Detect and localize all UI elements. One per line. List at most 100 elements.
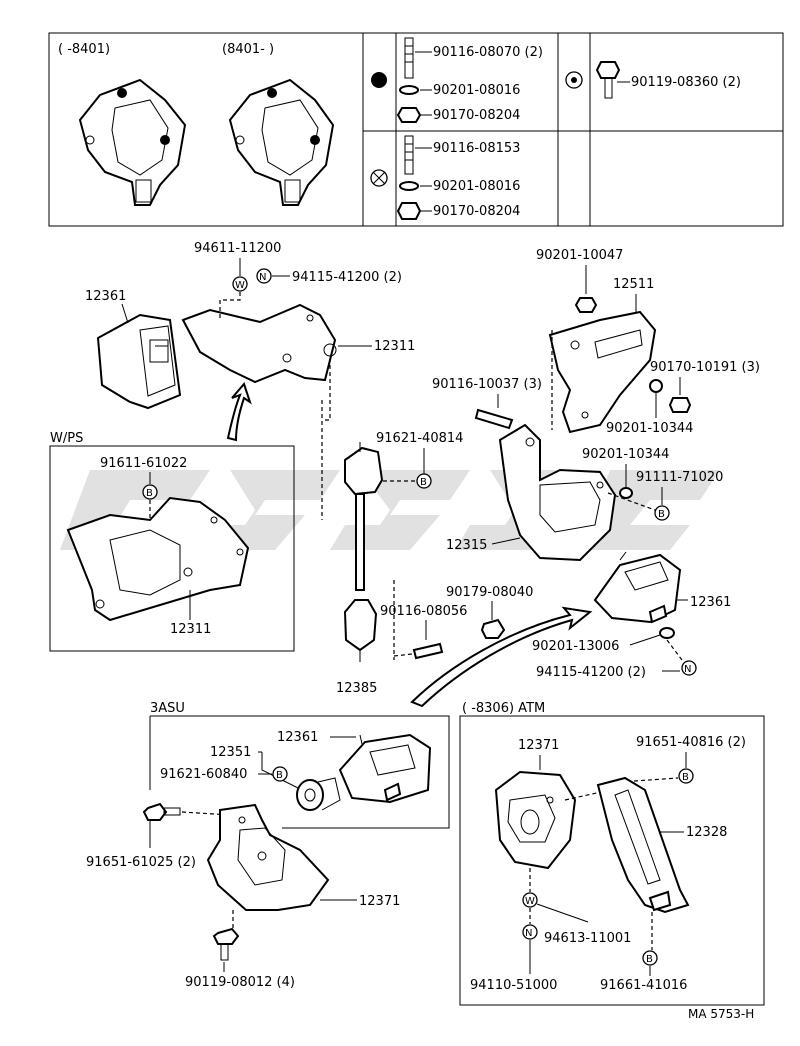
engine-mount-insulator-front bbox=[96, 313, 182, 410]
label-90179-08040: 90179-08040 bbox=[446, 585, 533, 600]
wps-label-91611-61022: 91611-61022 bbox=[100, 456, 187, 471]
range-left-label: ( -8401) bbox=[58, 42, 110, 57]
wps-panel: W/PS 91611-61022 B 12311 bbox=[49, 431, 295, 652]
label-90201-10344-top: 90201-10344 bbox=[606, 421, 693, 436]
group-dot-item-3: 90170-08204 bbox=[433, 108, 520, 123]
bolt-90119-08012-icon bbox=[212, 927, 240, 961]
insulator-12371-atm bbox=[494, 770, 577, 870]
label-90116-08056: 90116-08056 bbox=[380, 604, 467, 619]
label-94611-11200: 94611-11200 bbox=[194, 241, 281, 256]
svg-text:N: N bbox=[684, 664, 691, 675]
wps-label-12311: 12311 bbox=[170, 622, 211, 637]
label-90201-10344-mid: 90201-10344 bbox=[582, 447, 669, 462]
crossed-circle-icon bbox=[370, 169, 388, 187]
control-rod bbox=[343, 442, 384, 662]
label-91661-41016: 91661-41016 bbox=[600, 978, 687, 993]
stopper-12351 bbox=[296, 777, 341, 811]
svg-text:W: W bbox=[525, 896, 535, 907]
label-12371-3asu: 12371 bbox=[359, 894, 400, 909]
reference-code: MA 5753-H bbox=[688, 1007, 754, 1021]
arrow-wps-to-bracket bbox=[226, 382, 252, 442]
bracket-12328 bbox=[596, 776, 690, 914]
bracket-illustration-early bbox=[78, 78, 187, 206]
nut-90170-10191-icon bbox=[668, 397, 692, 413]
bolt-icon bbox=[595, 61, 621, 99]
bolt-symbol-icon-6: B bbox=[642, 950, 658, 966]
washer-icon-2 bbox=[399, 181, 419, 191]
label-91651-40816: 91651-40816 (2) bbox=[636, 735, 746, 750]
label-12315: 12315 bbox=[446, 538, 487, 553]
group-cross-item-3: 90170-08204 bbox=[433, 204, 520, 219]
label-12385: 12385 bbox=[336, 681, 377, 696]
filled-dot-icon bbox=[371, 72, 387, 88]
engine-mounting-bracket-rear bbox=[548, 310, 657, 434]
washer-symbol-icon-2: W bbox=[522, 892, 538, 908]
label-91651-61025: 91651-61025 (2) bbox=[86, 855, 196, 870]
label-94110-51000: 94110-51000 bbox=[470, 978, 557, 993]
range-right-label: (8401- ) bbox=[222, 42, 274, 57]
label-12371-atm: 12371 bbox=[518, 738, 559, 753]
nut-icon bbox=[396, 107, 422, 123]
label-94115-41200-mid: 94115-41200 (2) bbox=[536, 665, 646, 680]
stud-90116-10037-icon bbox=[474, 408, 514, 430]
svg-text:B: B bbox=[646, 954, 653, 965]
insulator-3asu bbox=[338, 733, 432, 804]
svg-text:B: B bbox=[658, 509, 665, 520]
label-94115-41200-top: 94115-41200 (2) bbox=[292, 270, 402, 285]
washer-90201-10344-icon bbox=[649, 379, 663, 393]
bolt-symbol-icon-3: B bbox=[654, 505, 670, 521]
washer-90201-13006-icon bbox=[659, 627, 675, 639]
label-12361-top: 12361 bbox=[85, 289, 126, 304]
engine-mounting-bracket-front bbox=[181, 303, 337, 384]
bolt-symbol-icon: B bbox=[142, 484, 158, 500]
label-12311-top: 12311 bbox=[374, 339, 415, 354]
bolt-symbol-icon-5: B bbox=[678, 768, 694, 784]
group-circle-dot-item-1: 90119-08360 (2) bbox=[631, 75, 741, 90]
nut-symbol-icon: N bbox=[256, 268, 272, 284]
label-90119-08012: 90119-08012 (4) bbox=[185, 975, 295, 990]
legend-table: ( -8401) (8401- ) bbox=[48, 32, 784, 227]
label-12361-right: 12361 bbox=[690, 595, 731, 610]
label-90201-10047: 90201-10047 bbox=[536, 248, 623, 263]
label-12361-3asu: 12361 bbox=[277, 730, 318, 745]
engine-mount-insulator-rear bbox=[593, 551, 682, 624]
group-cross-item-2: 90201-08016 bbox=[433, 179, 520, 194]
svg-text:B: B bbox=[420, 477, 427, 488]
svg-text:N: N bbox=[259, 272, 266, 283]
nut-90179-icon bbox=[480, 618, 506, 639]
stud-icon bbox=[404, 37, 414, 79]
bracket-illustration-late bbox=[228, 78, 335, 206]
group-dot-item-1: 90116-08070 (2) bbox=[433, 45, 543, 60]
washer-90201-10344-mid-icon bbox=[619, 487, 633, 499]
label-90170-10191: 90170-10191 (3) bbox=[650, 360, 760, 375]
nut-90201-10047-icon bbox=[574, 297, 598, 313]
svg-text:B: B bbox=[146, 488, 153, 499]
label-94613-11001: 94613-11001 bbox=[544, 931, 631, 946]
group-dot-item-2: 90201-08016 bbox=[433, 83, 520, 98]
nut-symbol-icon-3: N bbox=[522, 924, 538, 940]
3asu-panel bbox=[149, 715, 450, 829]
group-cross-item-1: 90116-08153 bbox=[433, 141, 520, 156]
bolt-symbol-icon-2: B bbox=[416, 473, 432, 489]
label-12351: 12351 bbox=[210, 745, 251, 760]
arrow-3asu-to-insulator bbox=[410, 606, 593, 708]
label-12511: 12511 bbox=[613, 277, 654, 292]
svg-text:W: W bbox=[235, 280, 245, 291]
wps-title: W/PS bbox=[50, 431, 83, 446]
atm-panel bbox=[459, 715, 765, 1006]
bolt-91651-61025-icon bbox=[142, 802, 181, 821]
label-91111-71020: 91111-71020 bbox=[636, 470, 723, 485]
svg-text:B: B bbox=[276, 770, 283, 781]
washer-symbol-icon: W bbox=[232, 276, 248, 292]
bolt-symbol-icon-4: B bbox=[272, 766, 288, 782]
label-atm: ( -8306) ATM bbox=[462, 701, 545, 716]
label-90116-10037: 90116-10037 (3) bbox=[432, 377, 542, 392]
stud-bolt-icon bbox=[412, 642, 444, 660]
nut-icon-2 bbox=[396, 202, 422, 220]
nut-symbol-icon-2: N bbox=[681, 660, 697, 676]
circle-dot-icon bbox=[565, 71, 583, 89]
svg-text:B: B bbox=[682, 772, 689, 783]
label-3asu: 3ASU bbox=[150, 701, 185, 716]
label-90201-13006: 90201-13006 bbox=[532, 639, 619, 654]
